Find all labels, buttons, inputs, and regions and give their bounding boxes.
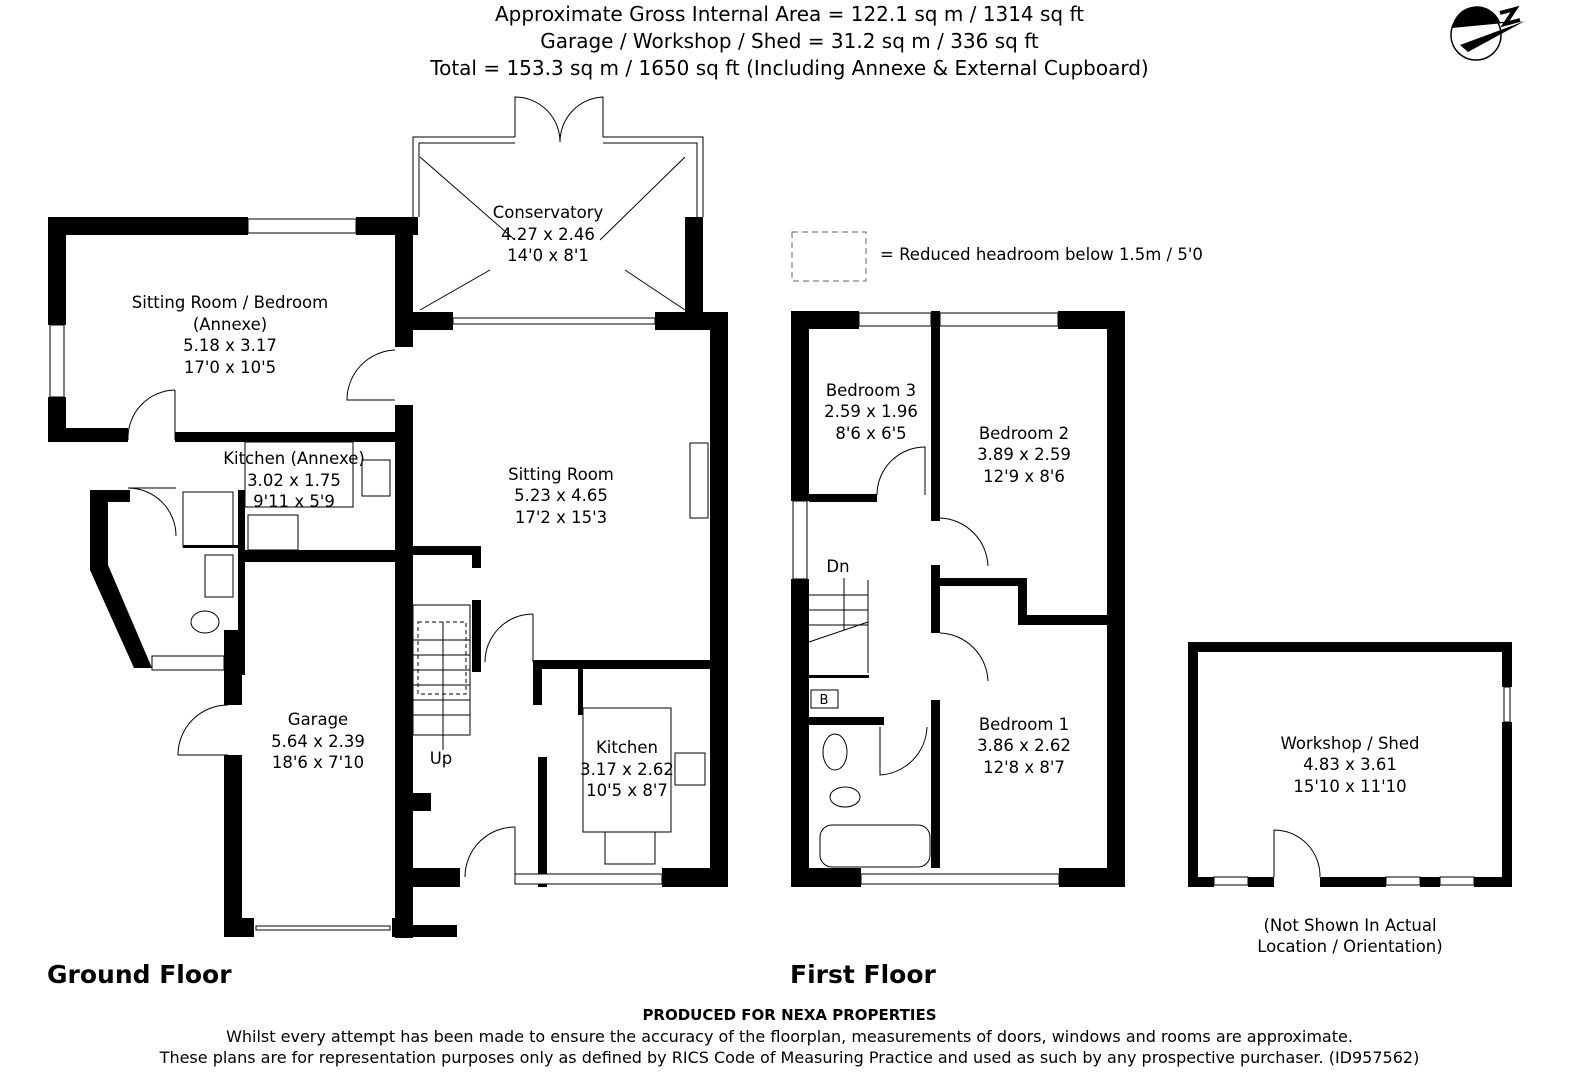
- ground-floor-title: Ground Floor: [47, 960, 232, 989]
- room-bedroom-3: Bedroom 3 2.59 x 1.96 8'6 x 6'5: [824, 381, 918, 443]
- stairs-up-label: Up: [430, 749, 453, 768]
- reduced-headroom-legend-box: [791, 231, 867, 282]
- stairs-down-label: Dn: [826, 557, 849, 576]
- room-conservatory: Conservatory 4.27 x 2.46 14'0 x 8'1: [493, 203, 604, 265]
- svg-text:Bedroom 2: Bedroom 2: [979, 424, 1069, 443]
- room-bedroom-2: Bedroom 2 3.89 x 2.59 12'9 x 8'6: [977, 424, 1071, 486]
- first-floor-walls: [791, 311, 1125, 887]
- svg-text:17'2 x 15'3: 17'2 x 15'3: [515, 508, 607, 527]
- svg-text:4.83 x 3.61: 4.83 x 3.61: [1303, 755, 1397, 774]
- room-bedroom-1: Bedroom 1 3.86 x 2.62 12'8 x 8'7: [977, 715, 1071, 777]
- svg-text:2.59 x 1.96: 2.59 x 1.96: [824, 402, 918, 421]
- svg-text:12'8 x 8'7: 12'8 x 8'7: [983, 758, 1065, 777]
- svg-text:12'9 x 8'6: 12'9 x 8'6: [983, 467, 1065, 486]
- area-summary-line-1: Approximate Gross Internal Area = 122.1 …: [494, 2, 1085, 26]
- svg-text:Kitchen (Annexe): Kitchen (Annexe): [223, 449, 365, 468]
- room-annexe-sitting-room: Sitting Room / Bedroom (Annexe) 5.18 x 3…: [132, 293, 328, 377]
- svg-text:Garage: Garage: [288, 710, 348, 729]
- room-kitchen: Kitchen 3.17 x 2.62 10'5 x 8'7: [580, 738, 674, 800]
- svg-text:14'0 x 8'1: 14'0 x 8'1: [507, 246, 589, 265]
- room-sitting-room: Sitting Room 5.23 x 4.65 17'2 x 15'3: [508, 465, 614, 527]
- svg-text:10'5 x 8'7: 10'5 x 8'7: [586, 781, 668, 800]
- area-summary-line-2: Garage / Workshop / Shed = 31.2 sq m / 3…: [540, 29, 1039, 53]
- svg-text:3.02 x 1.75: 3.02 x 1.75: [247, 471, 341, 490]
- svg-text:Sitting Room: Sitting Room: [508, 465, 614, 484]
- svg-text:(Annexe): (Annexe): [193, 315, 267, 334]
- svg-text:Bedroom 1: Bedroom 1: [979, 715, 1069, 734]
- svg-text:18'6 x 7'10: 18'6 x 7'10: [272, 753, 364, 772]
- staircase: [808, 578, 869, 673]
- disclaimer-line-1: Whilst every attempt has been made to en…: [226, 1027, 1353, 1046]
- svg-text:Conservatory: Conservatory: [493, 203, 604, 222]
- svg-text:Sitting Room / Bedroom: Sitting Room / Bedroom: [132, 293, 328, 312]
- room-annexe-kitchen: Kitchen (Annexe) 3.02 x 1.75 9'11 x 5'9: [223, 449, 365, 511]
- staircase: [412, 604, 471, 750]
- svg-text:3.17 x 2.62: 3.17 x 2.62: [580, 760, 674, 779]
- svg-text:9'11 x 5'9: 9'11 x 5'9: [253, 492, 335, 511]
- svg-text:5.18 x 3.17: 5.18 x 3.17: [183, 336, 277, 355]
- svg-text:Kitchen: Kitchen: [596, 738, 658, 757]
- area-summary-line-3: Total = 153.3 sq m / 1650 sq ft (Includi…: [430, 56, 1149, 80]
- reduced-headroom-legend-text: = Reduced headroom below 1.5m / 5'0: [880, 245, 1203, 264]
- room-garage: Garage 5.64 x 2.39 18'6 x 7'10: [271, 710, 365, 772]
- produced-for-label: PRODUCED FOR NEXA PROPERTIES: [642, 1006, 937, 1024]
- disclaimer-line-2: These plans are for representation purpo…: [159, 1048, 1420, 1067]
- svg-text:Bedroom 3: Bedroom 3: [826, 381, 916, 400]
- room-workshop: Workshop / Shed 4.83 x 3.61 15'10 x 11'1…: [1257, 734, 1442, 956]
- svg-text:(Not Shown In Actual: (Not Shown In Actual: [1263, 916, 1436, 935]
- svg-text:8'6 x 6'5: 8'6 x 6'5: [835, 424, 906, 443]
- north-arrow-icon: [1450, 5, 1525, 61]
- svg-text:15'10 x 11'10: 15'10 x 11'10: [1293, 777, 1406, 796]
- svg-text:5.64 x 2.39: 5.64 x 2.39: [271, 732, 365, 751]
- svg-text:5.23 x 4.65: 5.23 x 4.65: [514, 486, 608, 505]
- svg-text:17'0 x 10'5: 17'0 x 10'5: [184, 358, 276, 377]
- svg-text:3.86 x 2.62: 3.86 x 2.62: [977, 736, 1071, 755]
- ground-floor-walls: [48, 96, 728, 938]
- svg-text:Workshop / Shed: Workshop / Shed: [1280, 734, 1419, 753]
- workshop-walls: [1188, 642, 1512, 887]
- svg-text:3.89 x 2.59: 3.89 x 2.59: [977, 445, 1071, 464]
- first-floor-title: First Floor: [790, 960, 936, 989]
- boiler-label: B: [820, 693, 829, 708]
- svg-text:4.27 x 2.46: 4.27 x 2.46: [501, 225, 595, 244]
- svg-text:Location / Orientation): Location / Orientation): [1257, 937, 1442, 956]
